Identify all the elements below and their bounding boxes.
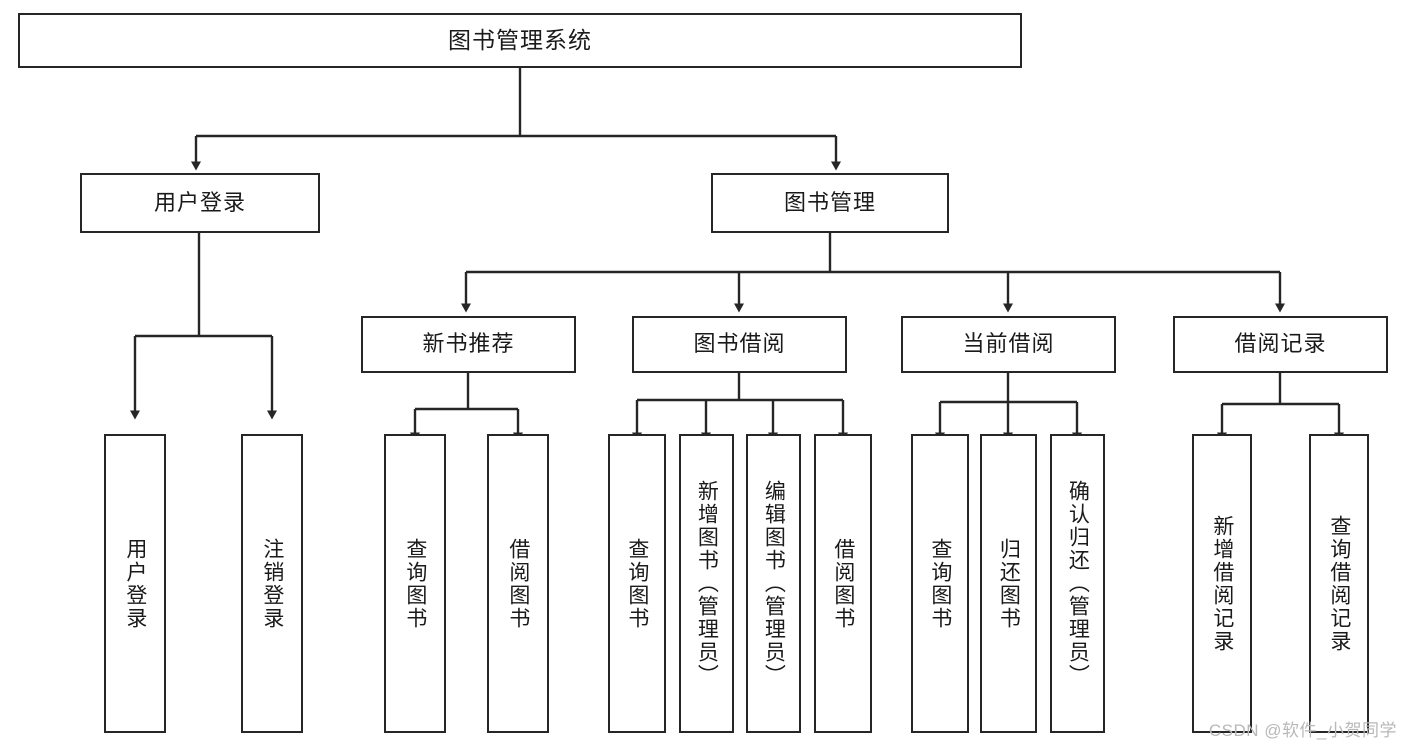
node-borrow-record-label: 借阅记录 xyxy=(1234,331,1327,357)
node-current-borrow[interactable]: 当前借阅 xyxy=(901,316,1116,373)
leaf-query-book-2[interactable]: 查询图书 xyxy=(608,434,666,733)
node-user-login[interactable]: 用户登录 xyxy=(80,173,320,233)
leaf-borrow-book-2[interactable]: 借阅图书 xyxy=(814,434,872,733)
leaf-query-book-1-label: 查询图书 xyxy=(403,537,427,630)
leaf-edit-book[interactable]: 编辑图书（管理员） xyxy=(746,434,801,733)
leaf-borrow-book-2-label: 借阅图书 xyxy=(831,537,855,630)
node-book-manage[interactable]: 图书管理 xyxy=(711,173,949,233)
node-root-book-management-system[interactable]: 图书管理系统 xyxy=(18,13,1022,68)
leaf-logout-login[interactable]: 注销登录 xyxy=(241,434,303,733)
leaf-query-book-1[interactable]: 查询图书 xyxy=(384,434,446,733)
leaf-return-book-label: 归还图书 xyxy=(997,537,1021,630)
leaf-query-book-3-label: 查询图书 xyxy=(928,537,952,630)
leaf-query-record-label: 查询借阅记录 xyxy=(1327,514,1351,653)
node-new-book-recommend[interactable]: 新书推荐 xyxy=(361,316,576,373)
node-borrow-record[interactable]: 借阅记录 xyxy=(1173,316,1388,373)
leaf-query-book-3[interactable]: 查询图书 xyxy=(911,434,969,733)
csdn-watermark: CSDN @软件_小贺同学 xyxy=(1208,721,1397,740)
leaf-add-record[interactable]: 新增借阅记录 xyxy=(1192,434,1252,733)
leaf-edit-book-label: 编辑图书（管理员） xyxy=(762,480,786,687)
leaf-query-book-2-label: 查询图书 xyxy=(625,537,649,630)
node-new-book-recommend-label: 新书推荐 xyxy=(422,331,515,357)
leaf-confirm-return-label: 确认归还（管理员） xyxy=(1066,480,1090,687)
node-book-borrow[interactable]: 图书借阅 xyxy=(632,316,847,373)
node-book-borrow-label: 图书借阅 xyxy=(693,331,786,357)
node-current-borrow-label: 当前借阅 xyxy=(962,331,1055,357)
leaf-borrow-book-1-label: 借阅图书 xyxy=(506,537,530,630)
node-root-label: 图书管理系统 xyxy=(448,26,592,53)
node-user-login-label: 用户登录 xyxy=(153,189,246,215)
leaf-user-login-label: 用户登录 xyxy=(123,537,147,630)
leaf-user-login[interactable]: 用户登录 xyxy=(104,434,166,733)
leaf-logout-login-label: 注销登录 xyxy=(260,537,284,630)
leaf-confirm-return[interactable]: 确认归还（管理员） xyxy=(1050,434,1105,733)
leaf-add-record-label: 新增借阅记录 xyxy=(1210,514,1234,653)
node-book-manage-label: 图书管理 xyxy=(783,189,876,215)
leaf-borrow-book-1[interactable]: 借阅图书 xyxy=(487,434,549,733)
leaf-query-record[interactable]: 查询借阅记录 xyxy=(1309,434,1369,733)
leaf-add-book-label: 新增图书（管理员） xyxy=(695,480,719,687)
leaf-return-book[interactable]: 归还图书 xyxy=(980,434,1037,733)
leaf-add-book[interactable]: 新增图书（管理员） xyxy=(679,434,734,733)
